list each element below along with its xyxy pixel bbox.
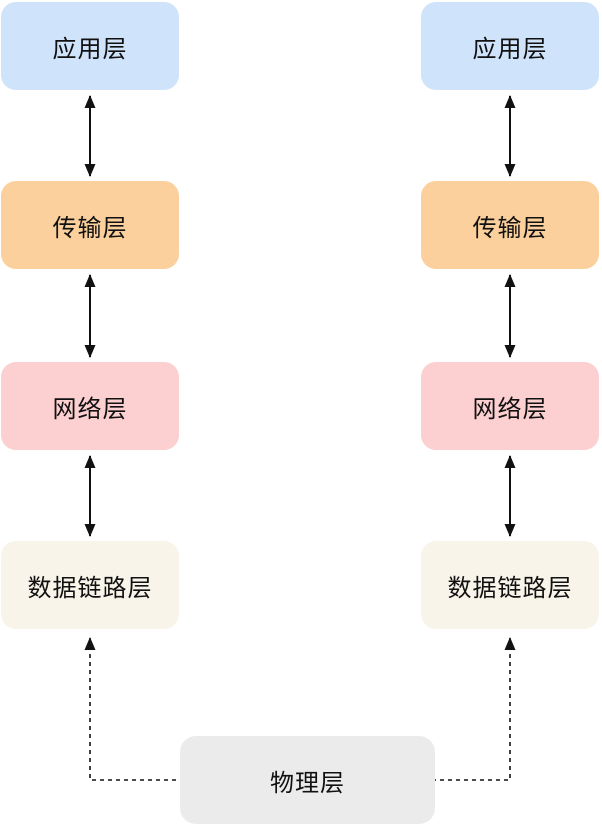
right-network-layer-label: 网络层 bbox=[472, 395, 548, 423]
left-network-layer-box: 网络层 bbox=[1, 362, 179, 450]
right-dashed-connector-physical-datalink bbox=[435, 637, 516, 781]
physical-layer-box: 物理层 bbox=[180, 736, 435, 824]
left-application-layer-label: 应用层 bbox=[52, 35, 128, 63]
right-datalink-layer-box: 数据链路层 bbox=[421, 541, 599, 629]
left-network-layer-label: 网络层 bbox=[52, 395, 128, 423]
left-application-layer-box: 应用层 bbox=[1, 2, 179, 90]
right-application-layer-label: 应用层 bbox=[472, 35, 548, 63]
right-datalink-layer-label: 数据链路层 bbox=[447, 574, 573, 602]
right-transport-layer-label: 传输层 bbox=[472, 214, 548, 242]
left-datalink-layer-label: 数据链路层 bbox=[27, 574, 153, 602]
right-transport-layer-box: 传输层 bbox=[421, 181, 599, 269]
right-network-layer-box: 网络层 bbox=[421, 362, 599, 450]
left-transport-layer-label: 传输层 bbox=[52, 214, 128, 242]
left-transport-layer-box: 传输层 bbox=[1, 181, 179, 269]
physical-layer-label: 物理层 bbox=[270, 769, 345, 797]
left-dashed-connector-physical-datalink bbox=[84, 637, 180, 781]
right-application-layer-box: 应用层 bbox=[421, 2, 599, 90]
left-datalink-layer-box: 数据链路层 bbox=[1, 541, 179, 629]
